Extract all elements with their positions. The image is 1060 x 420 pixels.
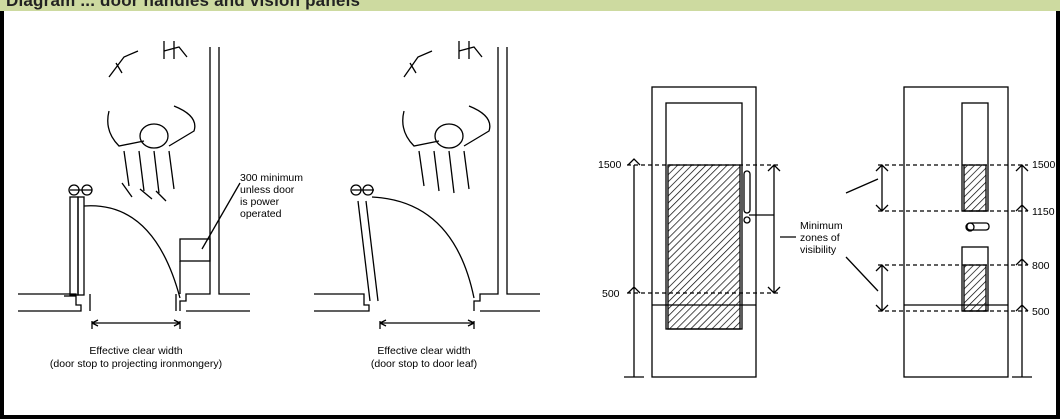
middle-caption: Effective clear width (door stop to door… — [371, 345, 477, 370]
left-note: 300 minimum unless door is power operate… — [240, 172, 303, 220]
door-b-dim-800: 800 — [1032, 260, 1050, 272]
door-elevation-a — [624, 86, 796, 378]
door-b-dim-1500: 1500 — [1032, 159, 1056, 171]
visibility-note-line-3: visibility — [800, 244, 837, 256]
left-note-line-4: operated — [240, 208, 282, 220]
middle-caption-line-2: (door stop to door leaf) — [371, 358, 477, 370]
left-door-plan — [18, 41, 250, 329]
left-caption-line-2: (door stop to projecting ironmongery) — [50, 358, 222, 370]
visibility-note-line-2: zones of — [800, 232, 840, 244]
left-note-line-3: is power — [240, 196, 280, 208]
door-a-dim-bottom: 500 — [602, 288, 620, 300]
door-b-dim-500: 500 — [1032, 306, 1050, 318]
diagram-panel: 300 minimum unless door is power operate… — [0, 11, 1060, 419]
visibility-note: Minimum zones of visibility — [800, 220, 843, 256]
door-elevation-b — [845, 86, 1032, 378]
middle-caption-line-1: Effective clear width — [377, 345, 470, 357]
door-a-dims: 1500 500 — [598, 159, 622, 300]
door-b-dim-1150: 1150 — [1032, 206, 1055, 218]
left-note-line-1: 300 minimum — [240, 172, 303, 184]
middle-door-plan — [314, 41, 540, 329]
door-diagram-svg: 300 minimum unless door is power operate… — [18, 41, 1056, 378]
left-note-line-2: unless door — [240, 184, 295, 196]
visibility-note-line-1: Minimum — [800, 220, 843, 232]
header-text: Diagram ... door handles and vision pane… — [6, 0, 361, 10]
left-caption-line-1: Effective clear width — [89, 345, 182, 357]
left-caption: Effective clear width (door stop to proj… — [50, 345, 222, 370]
door-a-dim-top: 1500 — [598, 159, 622, 171]
door-b-dims: 1500 1150 800 500 — [1032, 159, 1056, 318]
